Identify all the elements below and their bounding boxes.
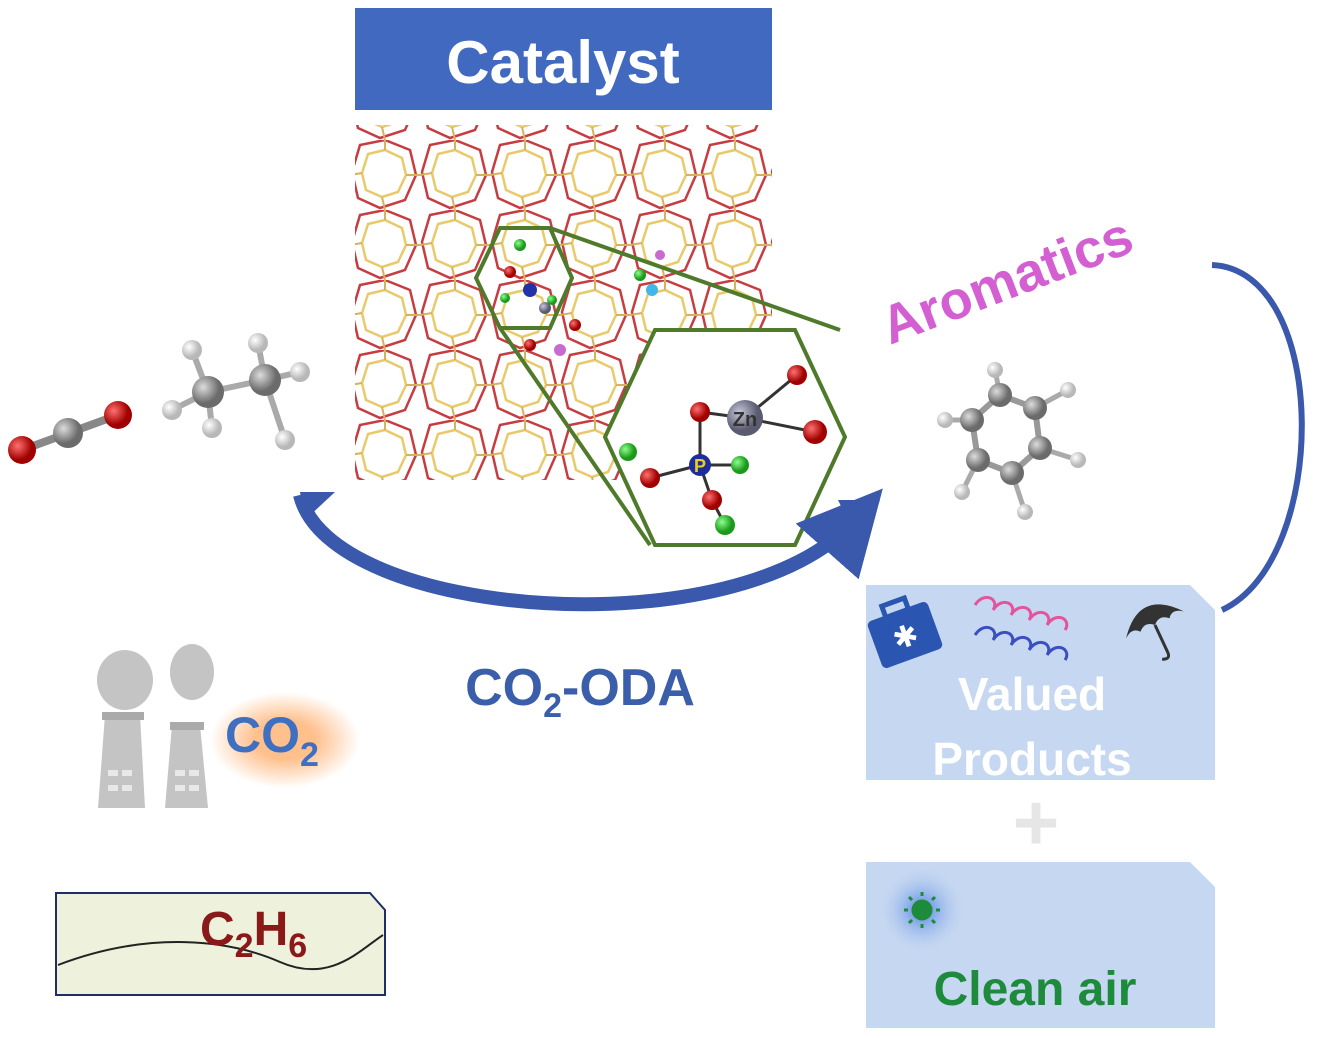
umbrella-icon [1125,604,1185,661]
ethane-label: C2H6 [200,903,307,965]
arrow-head-icon [838,500,880,545]
zinc-atom-label: Zn [733,409,757,431]
clean-air-label: Clean air [934,963,1137,1016]
phosphorus-atom-label: P [694,456,706,476]
medical-kit-icon: ✱ [867,594,943,669]
zeolite-framework-image: Zn P [355,125,848,547]
clean-air-card: Clean air [866,862,1215,1028]
ethane-card: C2H6 [55,892,386,996]
catalyst-header: Catalyst [355,8,772,110]
valued-products-line1: Valued [958,668,1106,720]
ethane-molecule [162,333,310,450]
factory-smokestacks-icon [97,644,214,808]
valued-products-card: ✱ Valued Products [866,585,1215,785]
co2-emission-label: CO2 [225,707,319,774]
sun-icon [904,892,940,928]
valued-products-line2: Products [932,733,1131,785]
benzene-molecule [937,362,1086,520]
fiber-coil-icon [973,595,1069,631]
plus-sign: + [1013,778,1060,867]
products-arrow [1211,262,1305,613]
co2-molecule [8,401,132,464]
aromatics-label: Aromatics [873,206,1141,357]
catalyst-label: Catalyst [446,29,679,96]
process-label: CO2-ODA [465,659,695,725]
reaction-arrow [293,488,883,612]
